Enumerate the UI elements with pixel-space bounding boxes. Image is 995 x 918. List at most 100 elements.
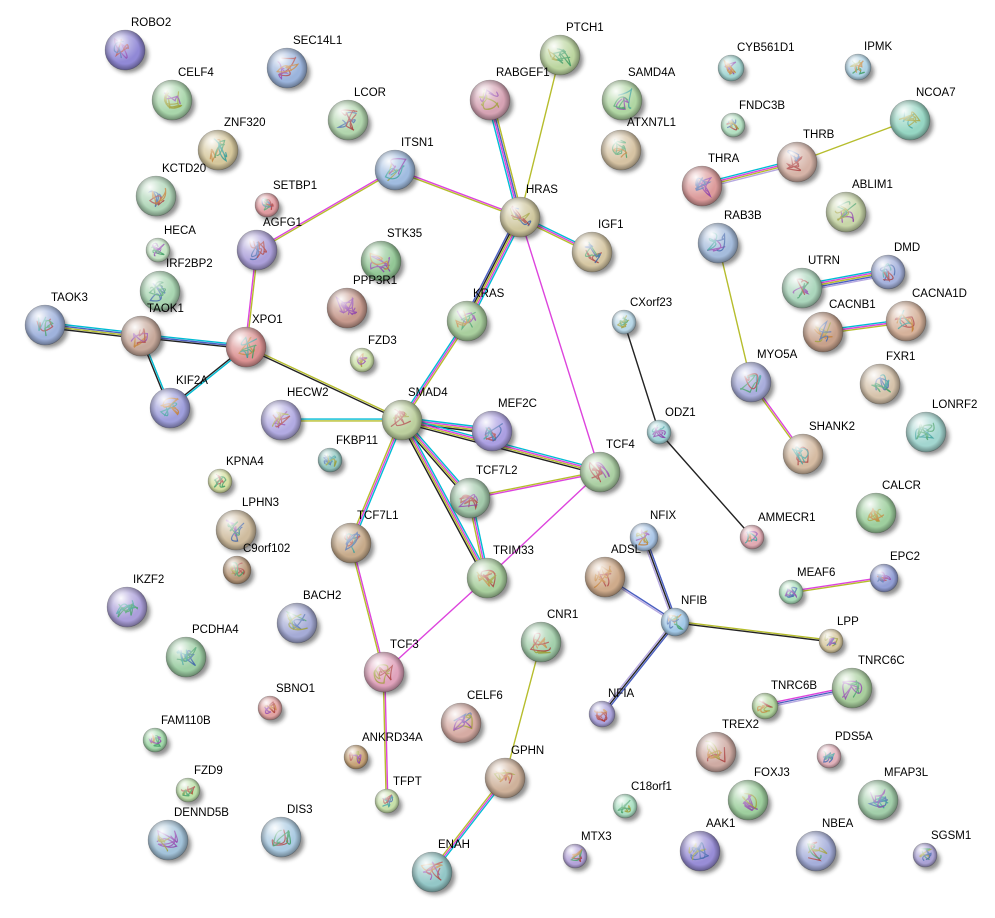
protein-node-NFIA[interactable]: NFIA: [588, 688, 635, 731]
protein-node-ADSL[interactable]: ADSL: [584, 544, 642, 600]
protein-node-RAB3B[interactable]: RAB3B: [697, 210, 762, 266]
protein-node-LCOR[interactable]: LCOR: [327, 87, 386, 143]
edge-CXorf23-ODZ1[interactable]: [623, 321, 660, 433]
protein-node-HECA[interactable]: HECA: [145, 225, 196, 266]
protein-node-TAOK3[interactable]: TAOK3: [24, 292, 88, 348]
protein-node-TNRC6B[interactable]: TNRC6B: [751, 680, 817, 723]
edge-SMAD4-TCF7L1[interactable]: [348, 418, 405, 545]
protein-node-KRAS[interactable]: KRAS: [446, 288, 505, 344]
protein-node-CXorf23[interactable]: CXorf23: [611, 297, 672, 338]
protein-node-FZD9[interactable]: FZD9: [175, 765, 223, 806]
protein-node-KCTD20[interactable]: KCTD20: [135, 163, 206, 219]
edge-RAB3B-MYO5A[interactable]: [717, 242, 752, 383]
protein-node-AAK1[interactable]: AAK1: [679, 818, 735, 874]
protein-node-TFPT[interactable]: TFPT: [374, 776, 422, 817]
protein-node-TCF3[interactable]: TCF3: [363, 639, 419, 695]
protein-node-CELF4[interactable]: CELF4: [151, 67, 214, 123]
protein-node-CYB561D1[interactable]: CYB561D1: [717, 42, 795, 85]
protein-node-IKZF2[interactable]: IKZF2: [106, 574, 164, 630]
protein-node-AGFG1[interactable]: AGFG1: [236, 217, 302, 273]
protein-node-BACH2[interactable]: BACH2: [276, 590, 341, 646]
protein-node-PDS5A[interactable]: PDS5A: [816, 731, 873, 772]
protein-node-GPHN[interactable]: GPHN: [484, 745, 544, 801]
protein-node-NCOA7[interactable]: NCOA7: [889, 87, 956, 143]
protein-node-SGSM1[interactable]: SGSM1: [912, 830, 971, 871]
protein-node-SMAD4[interactable]: SMAD4: [381, 387, 448, 443]
protein-node-LPHN3[interactable]: LPHN3: [215, 497, 279, 553]
edge-GPHN-CNR1[interactable]: [504, 641, 542, 779]
protein-node-NFIB[interactable]: NFIB: [660, 595, 708, 640]
protein-node-ENAH[interactable]: ENAH: [411, 839, 470, 895]
edge-ODZ1-AMMECR1[interactable]: [658, 431, 753, 538]
protein-node-SEC14L1[interactable]: SEC14L1: [266, 35, 342, 91]
protein-node-ATXN7L1[interactable]: ATXN7L1: [600, 117, 676, 173]
edge-NFIB-NFIA[interactable]: [600, 620, 677, 716]
protein-node-PCDHA4[interactable]: PCDHA4: [165, 624, 239, 680]
protein-node-DIS3[interactable]: DIS3: [260, 804, 313, 860]
protein-node-PTCH1[interactable]: PTCH1: [539, 22, 604, 78]
edge-XPO1-SMAD4[interactable]: [244, 345, 404, 422]
protein-node-MYO5A[interactable]: MYO5A: [730, 349, 798, 405]
protein-node-CACNB1[interactable]: CACNB1: [802, 299, 876, 355]
edge-TCF3-TRIM33[interactable]: [383, 577, 488, 673]
edge-NFIB-LPP[interactable]: [674, 620, 832, 643]
protein-node-STK35[interactable]: STK35: [360, 228, 422, 284]
protein-node-CACNA1D[interactable]: CACNA1D: [885, 288, 967, 344]
protein-node-TCF7L1[interactable]: TCF7L1: [330, 510, 399, 566]
protein-node-C18orf1[interactable]: C18orf1: [612, 781, 672, 822]
protein-node-SBNO1[interactable]: SBNO1: [257, 683, 315, 724]
protein-node-LONRF2[interactable]: LONRF2: [905, 399, 977, 455]
edge-HRAS-PTCH1[interactable]: [519, 54, 561, 218]
edge-HRAS-TCF4[interactable]: [519, 216, 601, 473]
protein-node-MEAF6[interactable]: MEAF6: [778, 567, 835, 608]
protein-node-FKBP11[interactable]: FKBP11: [317, 435, 378, 476]
protein-node-FNDC3B[interactable]: FNDC3B: [720, 100, 785, 141]
protein-node-ROBO2[interactable]: ROBO2: [104, 17, 171, 73]
protein-node-SAMD4A[interactable]: SAMD4A: [601, 67, 676, 123]
edge-SMAD4-TRIM33[interactable]: [399, 418, 490, 580]
protein-node-ODZ1[interactable]: ODZ1: [646, 407, 696, 448]
protein-node-LPP[interactable]: LPP: [818, 616, 859, 657]
edge-MEAF6-EPC2[interactable]: [790, 576, 885, 594]
protein-node-FZD3[interactable]: FZD3: [349, 335, 397, 376]
protein-node-NBEA[interactable]: NBEA: [795, 818, 854, 874]
protein-node-CALCR[interactable]: CALCR: [855, 480, 921, 536]
edge-THRB-NCOA7[interactable]: [796, 119, 911, 163]
protein-node-IPMK[interactable]: IPMK: [844, 41, 892, 84]
protein-node-AMMECR1[interactable]: AMMECR1: [739, 512, 816, 553]
protein-node-TCF4[interactable]: TCF4: [579, 439, 635, 495]
protein-node-SHANK2[interactable]: SHANK2: [782, 421, 855, 477]
protein-node-MTX3[interactable]: MTX3: [562, 831, 612, 872]
protein-node-CNR1[interactable]: CNR1: [520, 609, 578, 665]
protein-node-SETBP1[interactable]: SETBP1: [254, 180, 317, 221]
protein-node-C9orf102[interactable]: C9orf102: [222, 543, 290, 588]
protein-node-PPP3R1[interactable]: PPP3R1: [326, 275, 397, 331]
edge-TCF4-TRIM33[interactable]: [486, 471, 601, 579]
protein-node-TREX2[interactable]: TREX2: [695, 719, 759, 775]
protein-node-MFAP3L[interactable]: MFAP3L: [857, 767, 929, 823]
protein-node-ITSN1[interactable]: ITSN1: [374, 137, 434, 193]
protein-node-FXR1[interactable]: FXR1: [859, 351, 915, 407]
protein-node-NFIX[interactable]: NFIX: [629, 510, 677, 555]
protein-node-MEF2C[interactable]: MEF2C: [471, 398, 537, 454]
protein-node-FOXJ3[interactable]: FOXJ3: [727, 767, 790, 823]
protein-node-IRF2BP2[interactable]: IRF2BP2: [139, 258, 213, 314]
edge-AGFG1-ITSN1[interactable]: [255, 168, 397, 252]
protein-node-ABLIM1[interactable]: ABLIM1: [825, 179, 893, 235]
protein-node-FAM110B[interactable]: FAM110B: [142, 715, 211, 756]
protein-node-HRAS[interactable]: HRAS: [499, 184, 558, 240]
protein-node-CELF6[interactable]: CELF6: [440, 690, 503, 746]
protein-node-THRA[interactable]: THRA: [681, 153, 740, 209]
edge-TCF4-TCF7L2[interactable]: [469, 470, 601, 500]
protein-node-UTRN[interactable]: UTRN: [781, 255, 840, 311]
protein-node-TCF7L2[interactable]: TCF7L2: [449, 465, 518, 521]
protein-node-EPC2[interactable]: EPC2: [869, 551, 920, 596]
protein-node-KPNA4[interactable]: KPNA4: [207, 456, 264, 497]
protein-node-TRIM33[interactable]: TRIM33: [466, 545, 534, 601]
protein-node-IGF1[interactable]: IGF1: [571, 219, 624, 275]
protein-node-KIF2A[interactable]: KIF2A: [149, 375, 208, 431]
protein-node-DMD[interactable]: DMD: [870, 242, 920, 292]
protein-node-ANKRD34A[interactable]: ANKRD34A: [343, 732, 423, 773]
protein-node-TNRC6C[interactable]: TNRC6C: [831, 655, 905, 711]
protein-node-HECW2[interactable]: HECW2: [260, 387, 329, 443]
